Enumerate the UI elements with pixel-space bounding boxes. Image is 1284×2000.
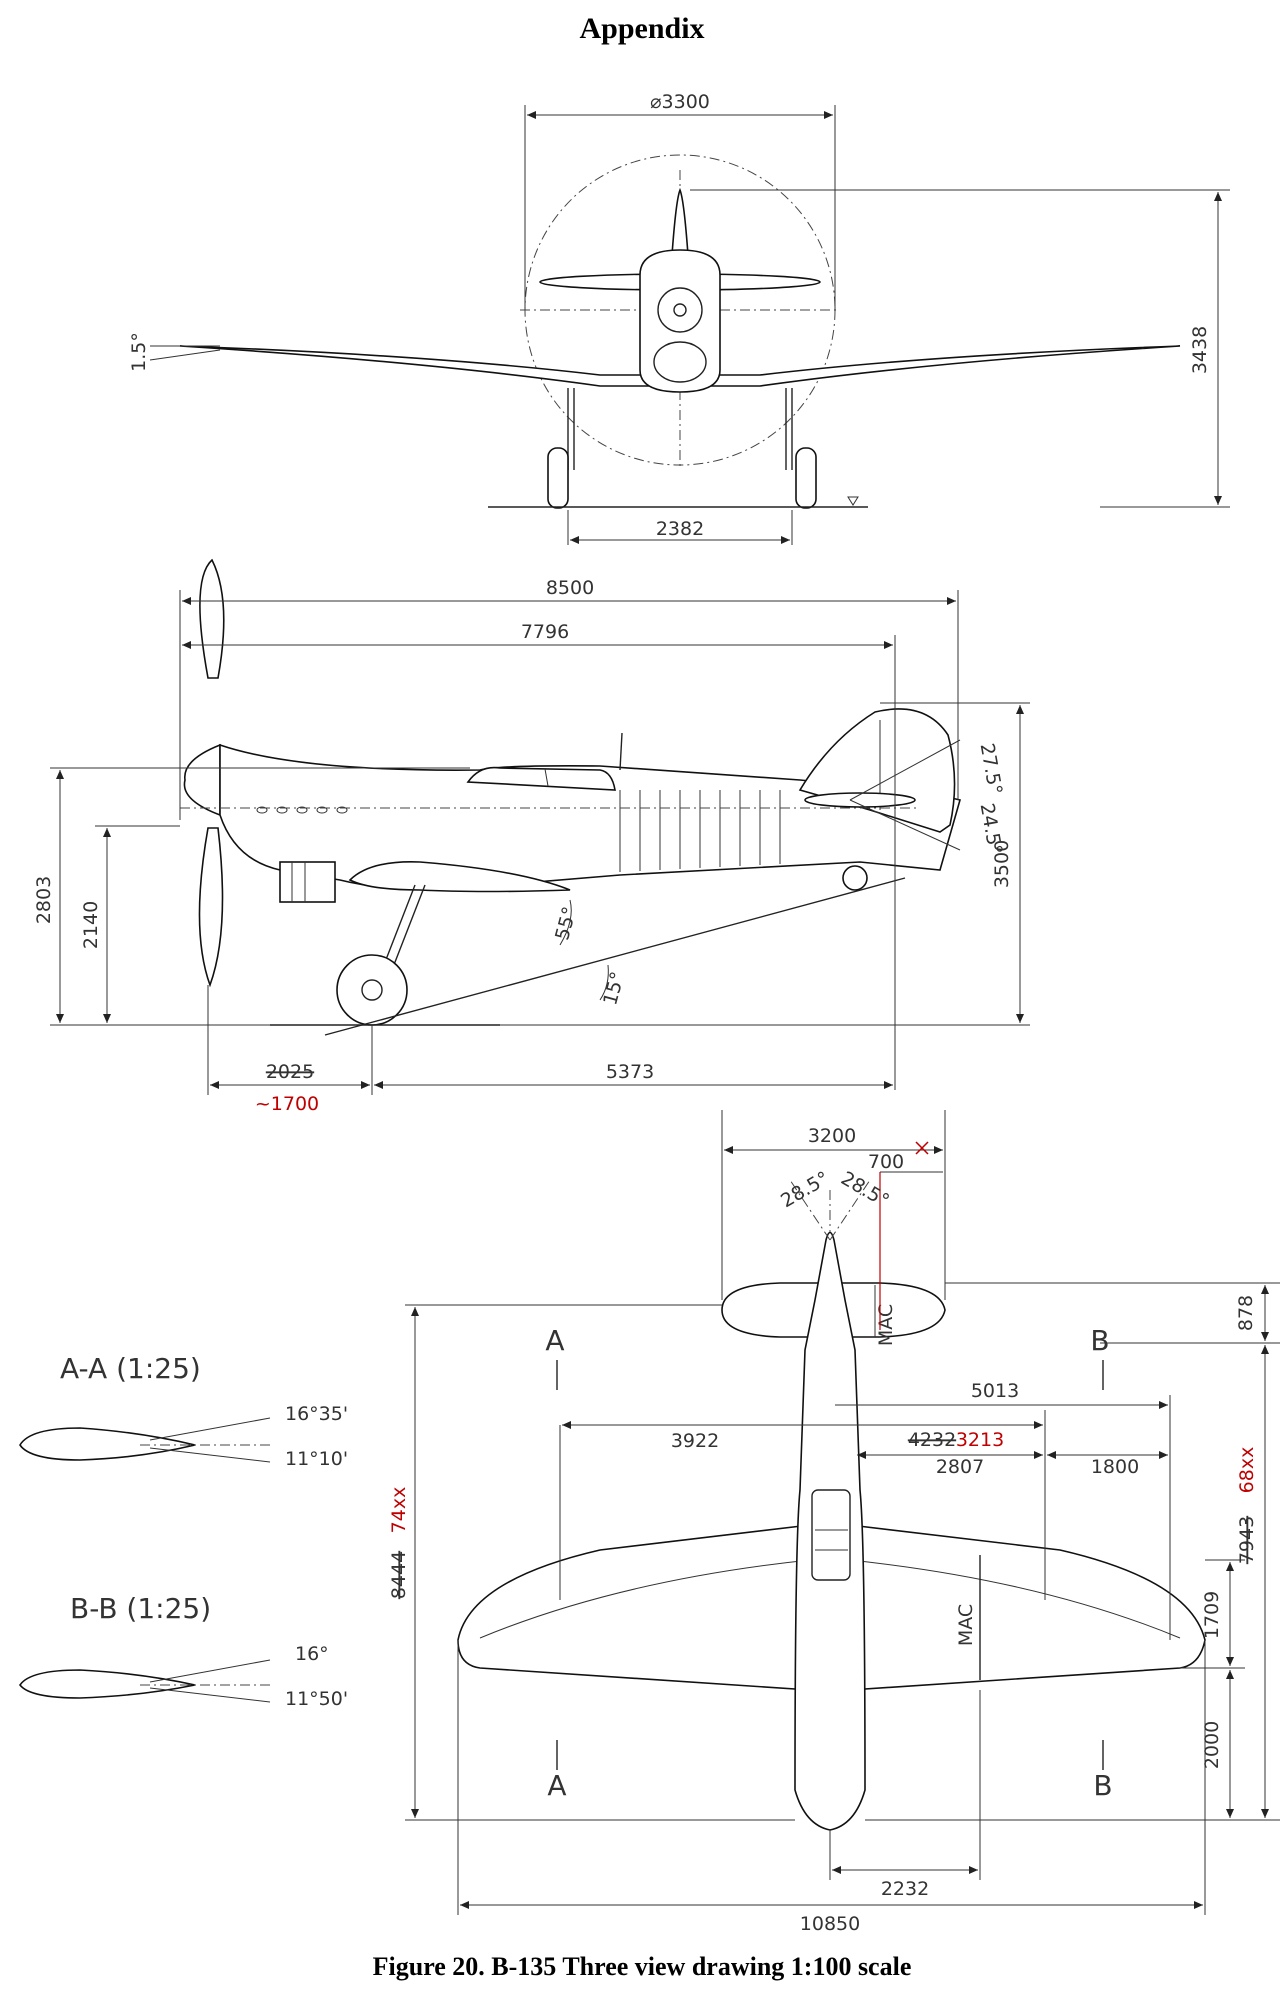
side-angle-15: 15° xyxy=(599,969,629,1007)
top-offset-700: 700 xyxy=(868,1151,904,1173)
section-aa-title: A-A (1:25) xyxy=(60,1352,201,1385)
section-bb-title: B-B (1:25) xyxy=(70,1592,211,1625)
side-axis-height: 2140 xyxy=(80,901,102,949)
figure-caption: Figure 20. B-135 Three view drawing 1:10… xyxy=(372,1952,912,1981)
side-wheelbase: 5373 xyxy=(606,1061,654,1083)
top-section-a-bottom: A xyxy=(547,1769,566,1802)
top-section-b-bottom: B xyxy=(1093,1769,1112,1802)
side-length: 8500 xyxy=(546,577,594,599)
top-mac-wing: MAC xyxy=(955,1604,977,1646)
section-aa: A-A (1:25) 16°35' 11°10' xyxy=(19,1352,348,1470)
side-fin xyxy=(798,708,956,833)
top-mac-tail: MAC xyxy=(875,1304,897,1346)
section-bb-airfoil xyxy=(19,1669,196,1699)
top-dim-7943: 7943 xyxy=(1236,1516,1258,1564)
front-left-wheel xyxy=(547,447,569,509)
front-view: ⌀3300 3438 2382 1.5° xyxy=(128,91,1230,545)
top-dim-2232: 2232 xyxy=(881,1878,929,1900)
top-dim-74xx: 74xx xyxy=(388,1487,410,1534)
top-dim-2807: 2807 xyxy=(936,1456,984,1478)
top-dim-3213: 3213 xyxy=(956,1429,1004,1451)
front-dihedral: 1.5° xyxy=(128,332,150,372)
top-dim-878: 878 xyxy=(1235,1295,1257,1331)
front-track: 2382 xyxy=(656,518,704,540)
side-tail-wheel xyxy=(842,865,868,891)
top-section-a-top: A xyxy=(545,1324,564,1357)
front-height: 3438 xyxy=(1189,326,1211,374)
top-dim-1709: 1709 xyxy=(1201,1591,1223,1639)
top-dim-68xx: 68xx xyxy=(1236,1447,1258,1494)
top-htail-span: 3200 xyxy=(808,1125,856,1147)
side-height: 3500 xyxy=(991,840,1013,888)
page-title: Appendix xyxy=(579,12,705,45)
side-canopy xyxy=(466,766,616,791)
side-nose-gear: 2025 xyxy=(266,1061,314,1083)
top-dim-5013: 5013 xyxy=(971,1380,1019,1402)
side-top-height: 2803 xyxy=(33,876,55,924)
side-spinner xyxy=(183,743,221,817)
top-dim-8444: 8444 xyxy=(388,1551,410,1599)
front-right-wheel xyxy=(795,447,817,509)
top-fuselage xyxy=(794,1231,866,1831)
section-bb-angle-top: 16° xyxy=(295,1643,329,1665)
side-propeller xyxy=(199,558,225,679)
side-fuselage-ribs xyxy=(619,790,781,872)
side-nose-gear-new: ~1700 xyxy=(255,1093,319,1115)
side-radiator xyxy=(279,861,336,903)
side-view: 55° 15° 27.5° 24.5° 8500 7796 3500 2803 … xyxy=(33,558,1030,1115)
side-stabilizer xyxy=(804,792,916,808)
front-fuselage xyxy=(639,249,721,393)
top-span: 10850 xyxy=(800,1913,860,1935)
side-wing-fairing xyxy=(348,861,571,893)
section-bb-angle-bottom: 11°50' xyxy=(285,1688,348,1710)
top-dim-3922: 3922 xyxy=(671,1430,719,1452)
section-aa-airfoil xyxy=(19,1427,196,1461)
side-angle-55: 55° xyxy=(551,904,581,942)
top-angle-right: 28.5° xyxy=(837,1167,893,1212)
top-view: MAC MAC A A B B 3200 700 28.5° 28.5° 878 xyxy=(388,1110,1280,1935)
side-main-wheel xyxy=(336,954,408,1026)
top-angle-left: 28.5° xyxy=(777,1167,833,1212)
front-prop-diameter: ⌀3300 xyxy=(650,91,710,113)
section-aa-angle-top: 16°35' xyxy=(285,1403,348,1425)
front-fin xyxy=(671,187,689,256)
top-dim-4232: 4232 xyxy=(908,1429,956,1451)
top-section-b-top: B xyxy=(1090,1324,1109,1357)
section-bb: B-B (1:25) 16° 11°50' xyxy=(19,1592,348,1710)
top-dim-1800: 1800 xyxy=(1091,1456,1139,1478)
side-angle-275: 27.5° xyxy=(976,742,1007,797)
top-dim-2000: 2000 xyxy=(1201,1721,1223,1769)
top-canopy xyxy=(811,1489,851,1581)
section-aa-angle-bottom: 11°10' xyxy=(285,1448,348,1470)
side-length-tail: 7796 xyxy=(521,621,569,643)
